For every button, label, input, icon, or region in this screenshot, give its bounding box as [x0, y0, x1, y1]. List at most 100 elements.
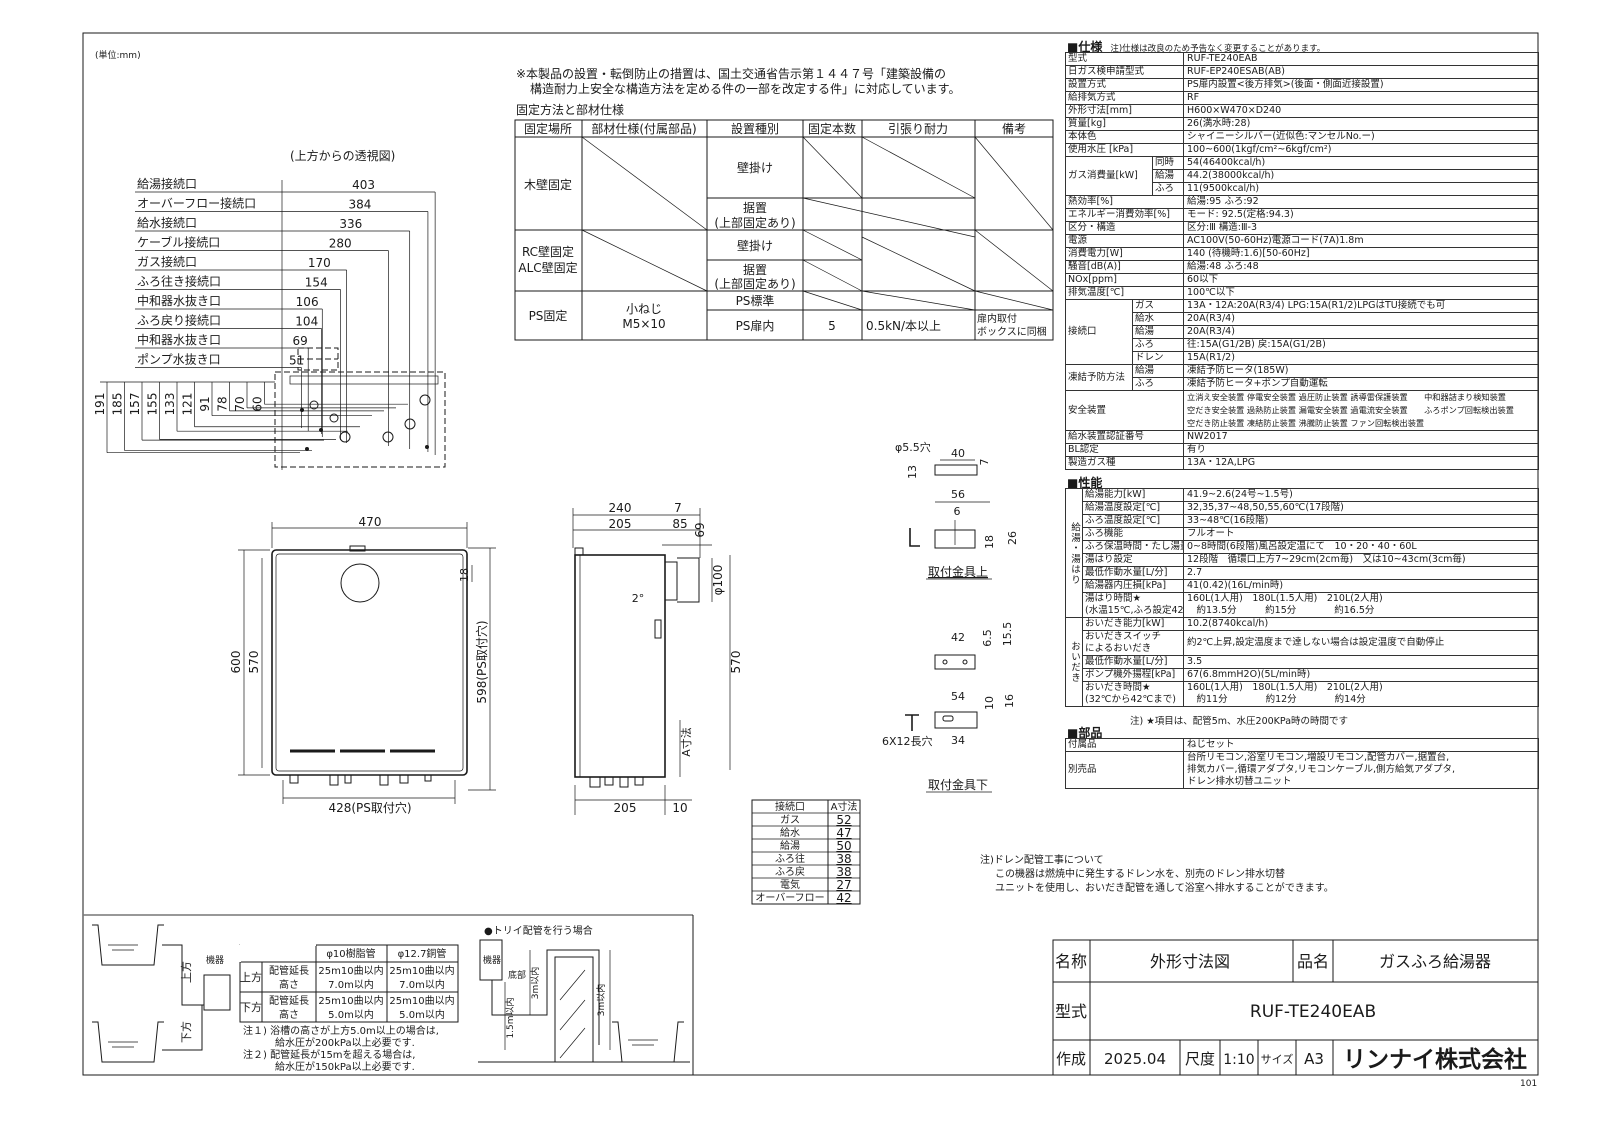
spec-label: 接続口 — [1065, 299, 1133, 365]
cell-line: 3.5 — [1187, 656, 1203, 668]
connection-label: ガス接続口 — [137, 254, 197, 269]
table-row: 消費電力[W]140 (待機時:1.6)[50-60Hz] — [1064, 247, 1540, 261]
connection-label: 給湯接続口 — [137, 176, 197, 191]
table-row: 排気温度[℃]100℃以下 — [1064, 286, 1540, 300]
cell-line: ねじセット — [1187, 739, 1235, 751]
top-view-title: (上方からの透視図) — [290, 148, 395, 163]
table-row: おいだき時間★(32℃から42℃まで)160L(1人用) 180L(1.5人用)… — [1066, 681, 1539, 707]
a-table-value: 50 — [836, 839, 851, 853]
a-table-port: 給水 — [780, 826, 800, 839]
a-table-port: ガス — [780, 814, 800, 826]
bathtub-upper-icon — [92, 924, 164, 966]
spec-value: 給湯:95 ふろ:92 — [1183, 195, 1540, 209]
spec-value: 15A(R1/2) — [1183, 351, 1540, 365]
spec-label: 型式 — [1064, 52, 1185, 66]
cell-line: ふろ保温時間・たし湯量 — [1085, 541, 1184, 553]
spec-value: 26(満水時:28) — [1183, 117, 1540, 131]
cell-line: おいだきスイッチ — [1085, 631, 1162, 643]
spec-value: 44.2(38000kcal/h) — [1183, 169, 1540, 183]
drain-note-title: 注)ドレン配管工事について — [980, 853, 1104, 866]
connection-port-icon — [329, 413, 339, 423]
performance-value: 41.9~2.6(24号~1.5号) — [1183, 488, 1539, 502]
cell-line: 12段階 循環口上方7~29cm(2cm毎) 又は10~43cm(3cm毎) — [1187, 554, 1466, 566]
table-row: 最低作動水量[L/分] 3.5 — [1066, 655, 1539, 669]
performance-label: 湯はり時間★(水温15℃,ふろ設定42℃) — [1082, 592, 1184, 618]
cell-line: 台所リモコン,浴室リモコン,増設リモコン,配管カバー,据置台, — [1187, 752, 1450, 764]
lower-bracket-caption: 取付金具下 — [928, 777, 988, 792]
fixing-wall-hang-1: 壁掛け — [737, 160, 773, 175]
performance-label: 最低作動水量[L/分] — [1082, 566, 1184, 580]
cell-line: ポンプ機外揚程[kPa] — [1085, 669, 1176, 681]
drawing-name: 外形寸法図 — [1150, 952, 1230, 971]
a-table-value: 47 — [836, 826, 851, 840]
a-dimension-label: A寸法 — [679, 727, 693, 757]
cell-line: 空だき安全装置 過熱防止装置 漏電安全装置 過電流安全装置 ふろポンプ回転検出装… — [1187, 405, 1514, 415]
connection-dimension: 106 — [296, 295, 319, 309]
product-label: 品名 — [1297, 952, 1329, 971]
bracket-40-dim: 40 — [951, 447, 965, 460]
torii-device-box — [479, 939, 503, 981]
cell-line: 給湯温度設定[℃] — [1085, 502, 1161, 514]
spec-label: 給水装置認証番号 — [1064, 430, 1185, 444]
cell-line: 湯はり時間★ — [1085, 593, 1142, 605]
spec-value: RUF-TE240EAB — [1183, 52, 1540, 66]
size-value: A3 — [1304, 1050, 1324, 1068]
spec-value: 立消え安全装置 停電安全装置 過圧防止装置 誘導雷保護装置 中和器詰まり検知装置… — [1183, 390, 1540, 431]
cell-line: (32℃から42℃まで) — [1085, 694, 1176, 705]
vertical-dimension-value: 78 — [216, 396, 230, 411]
notice-line-2: 構造耐力上安全な構造方法を定める件の一部を改定する件」に対応しています。 — [530, 81, 960, 96]
bracket-hole-dim: φ5.5穴 — [895, 440, 931, 454]
fixing-header-parts: 部材仕様(付属部品) — [591, 121, 696, 136]
spec-sub-label: 給湯 — [1151, 169, 1185, 183]
spec-value: 13A・12A,LPG — [1183, 456, 1540, 470]
connection-label: ふろ往き接続口 — [137, 274, 221, 289]
pipe-len-label-2: 配管延長 — [269, 994, 309, 1007]
spec-value: 有り — [1183, 443, 1540, 457]
fixing-wood: 木壁固定 — [524, 177, 572, 192]
bracket-slot-dim: 6X12長穴 — [882, 734, 933, 748]
connection-label: ケーブル接続口 — [137, 235, 220, 250]
table-row: 外形寸法[mm]H600×W470×D240 — [1064, 104, 1540, 118]
cell-line: 33~48℃(16段階) — [1187, 515, 1269, 527]
fixing-alc: ALC壁固定 — [518, 260, 577, 275]
a-table-header-port: 接続口 — [775, 800, 805, 813]
performance-label: 給湯器内圧損[kPa] — [1082, 579, 1184, 593]
drain-note-line-1: この機器は燃焼中に発生するドレン水を、別売のドレン排水切替 — [995, 867, 1285, 880]
spec-sub-label: ふろ — [1151, 182, 1185, 196]
bracket-15.5-dim: 15.5 — [1001, 622, 1014, 647]
spec-value: 区分:Ⅲ 構造:Ⅲ-3 — [1183, 221, 1540, 235]
torii-1.5m: 1.5m以内 — [504, 997, 516, 1038]
scale-label: 尺度 — [1185, 1050, 1215, 1068]
front-height-dim: 600 — [229, 651, 243, 674]
performance-label: 給湯温度設定[℃] — [1082, 501, 1184, 515]
spec-heading-text: ■仕様 — [1067, 40, 1103, 54]
device-box — [203, 974, 231, 1011]
a-table-value: 38 — [836, 865, 851, 879]
side-570-dim: 570 — [729, 651, 743, 674]
spec-value: 11(9500kcal/h) — [1183, 182, 1540, 196]
pipe-len-label-1: 配管延長 — [269, 964, 309, 977]
spec-value: 100~600(1kgf/cm²~6kgf/cm²) — [1183, 143, 1540, 157]
pipe-row-lower: 下方 — [240, 1000, 262, 1014]
table-row: おいだきスイッチによるおいだき約2℃上昇,設定温度まで達しない場合は設定温度で自… — [1066, 630, 1539, 656]
spec-sub-label: 給水 — [1131, 312, 1185, 326]
spec-label: エネルギー消費効率[%] — [1064, 208, 1185, 222]
fixing-floor-1: 据置 — [743, 201, 767, 215]
bracket-54-dim: 54 — [951, 690, 965, 703]
connection-label: 中和器水抜き口 — [137, 332, 221, 347]
bracket-10-dim: 10 — [983, 696, 996, 710]
pipe-note-1b: 給水圧が200kPa以上必要です. — [275, 1036, 415, 1049]
cell-line: 最低作動水量[L/分] — [1085, 656, 1168, 668]
spec-value: 140 (待機時:1.6)[50-60Hz] — [1183, 247, 1540, 261]
created-label: 作成 — [1056, 1050, 1086, 1068]
pipe-lower-len-copper: 25m10曲以内 — [389, 994, 454, 1007]
fixing-floor-note-1: (上部固定あり) — [714, 215, 795, 230]
a-table-port: ふろ戻 — [775, 865, 805, 878]
upper-bracket: φ5.5穴 40 7 13 56 6 18 26 取付金具上 — [895, 440, 1019, 580]
cell-line: 67(6.8mmH2O)(5L/min時) — [1187, 669, 1311, 681]
cell-line: 約11分 約12分 約14分 — [1187, 694, 1366, 705]
